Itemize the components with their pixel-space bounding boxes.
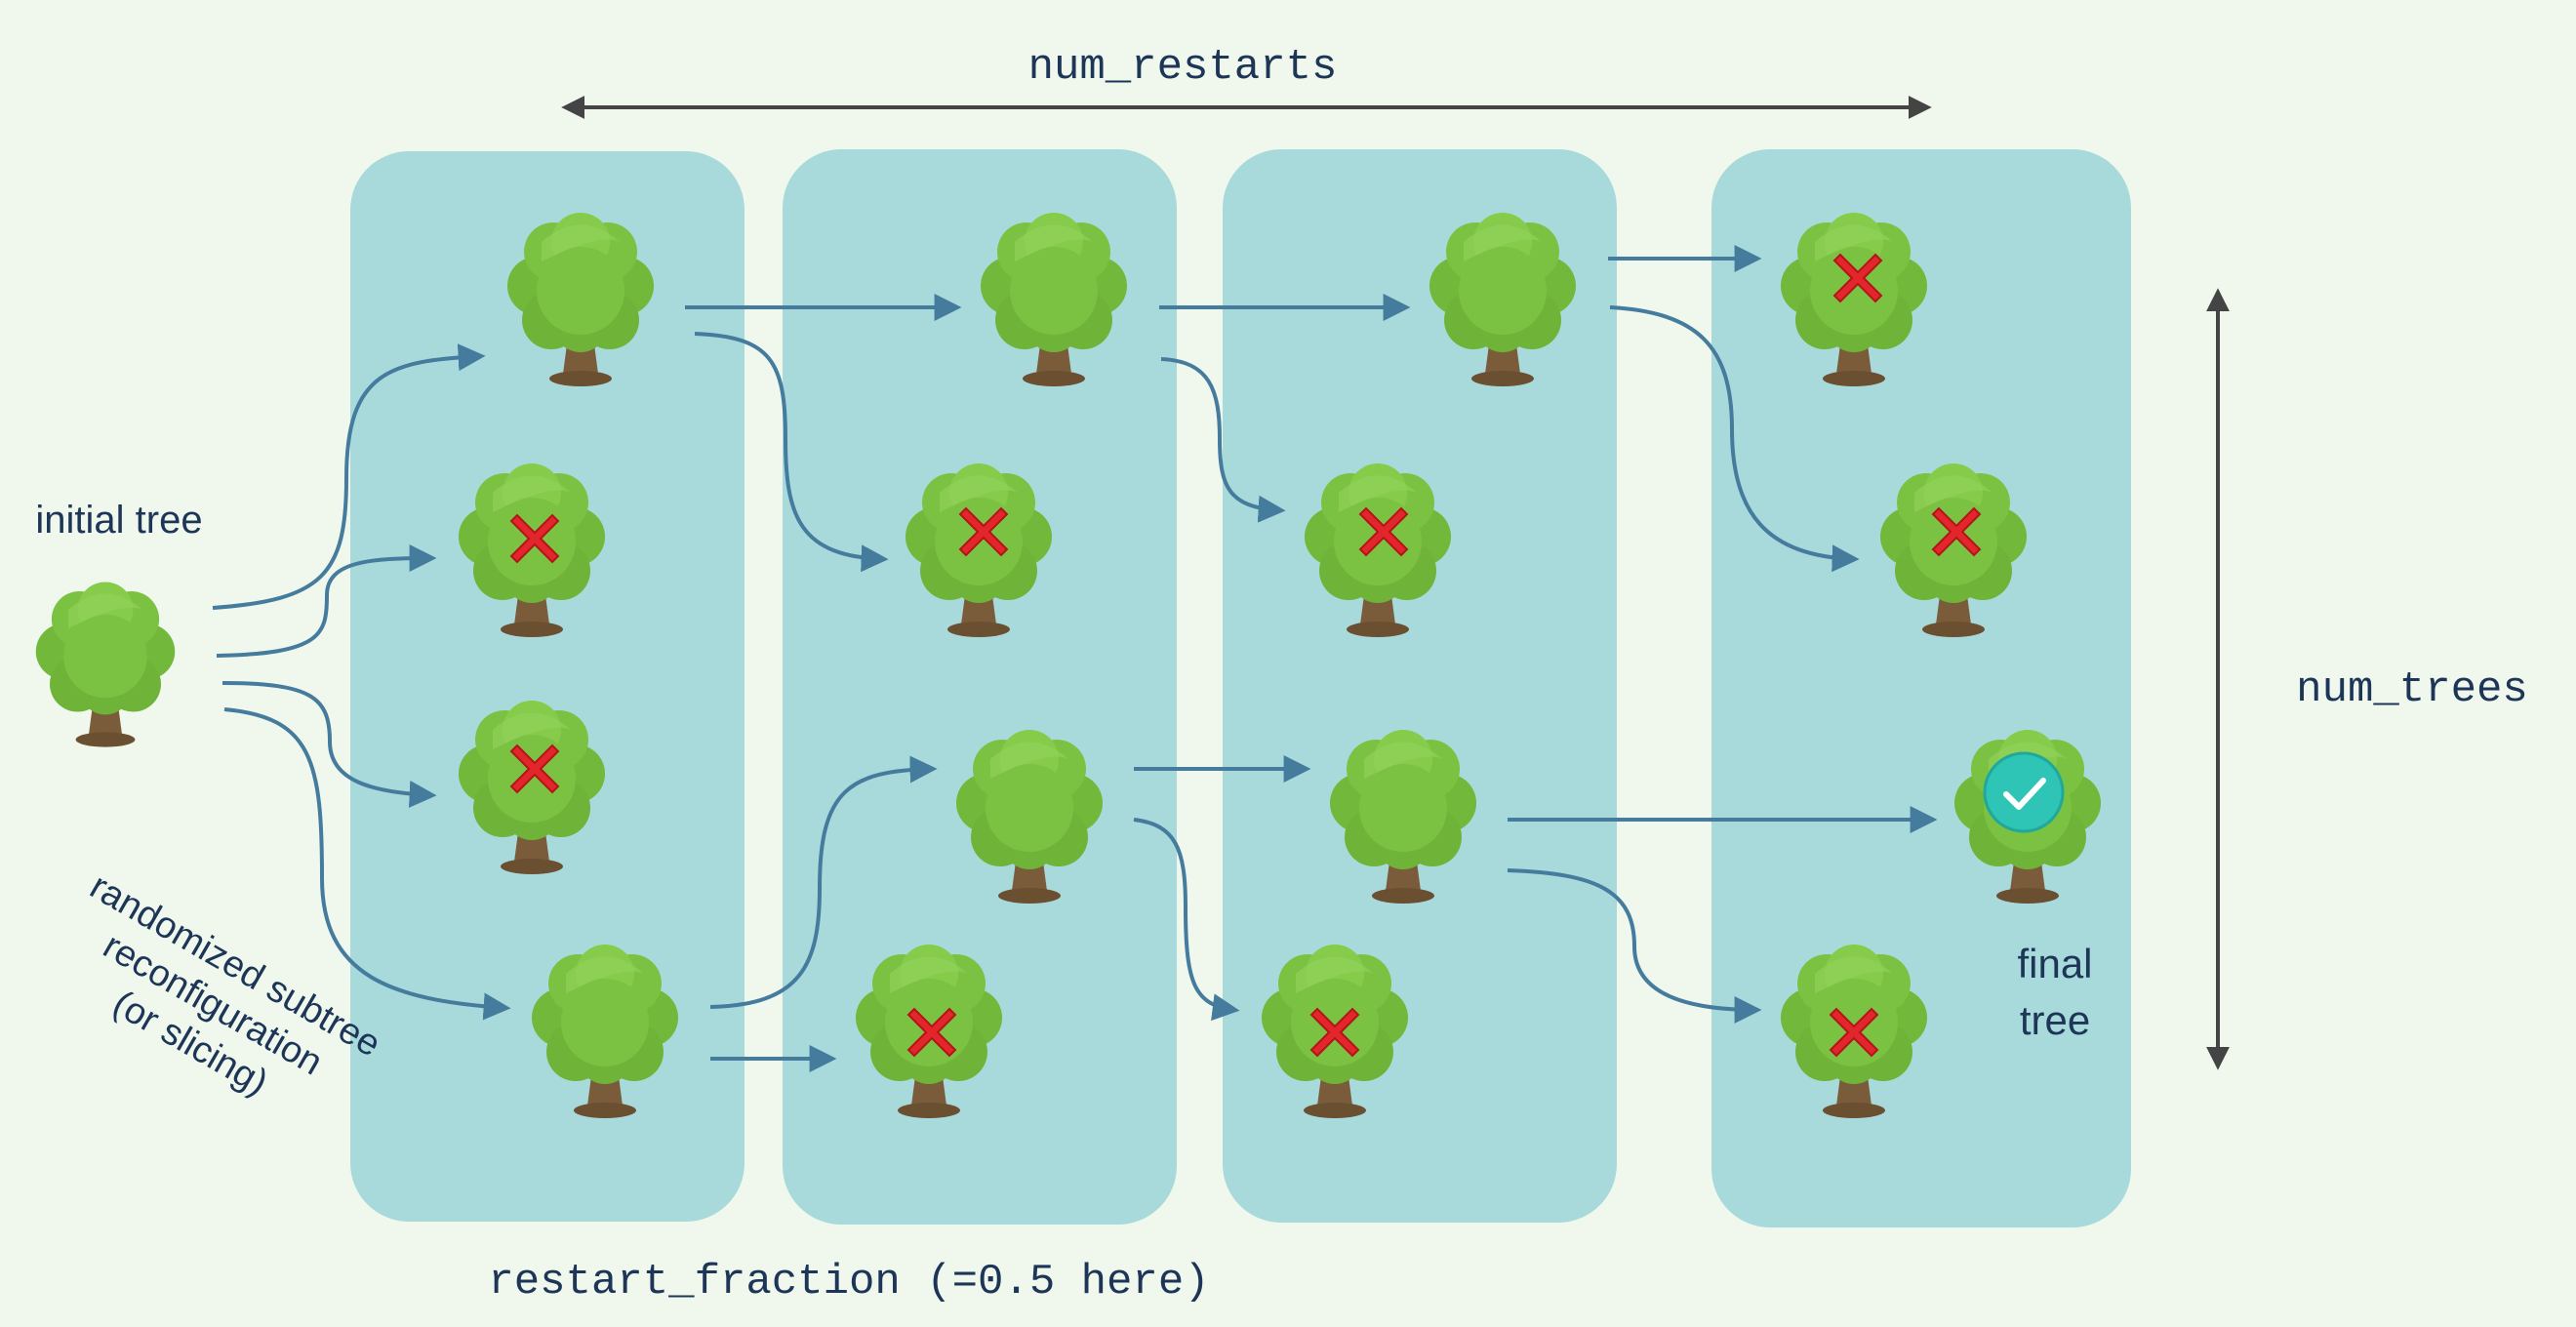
- final-tree-label-line-1: final: [2017, 941, 2092, 986]
- flow-arrows: [212, 245, 1938, 1072]
- restart-fraction-label: restart_fraction (=0.5 here): [488, 1258, 1209, 1307]
- arrow-initial-to-c1r1: [212, 343, 486, 610]
- arrow-c2r1-to-c3r2: [1160, 357, 1286, 523]
- arrow-c1r4-to-c2r3: [709, 755, 938, 1009]
- check-circle-icon: [1983, 751, 2065, 833]
- initial-tree-label: initial tree: [35, 499, 202, 542]
- red-cross-icon: [1358, 506, 1409, 557]
- arrow-initial-to-c1r4: [223, 707, 511, 1021]
- red-cross-icon: [509, 744, 560, 794]
- red-cross-icon: [1309, 1007, 1360, 1058]
- arrow-c3r3-to-c4r4: [1507, 868, 1762, 1024]
- arrow-c3r1-to-c4r2: [1609, 305, 1860, 573]
- arrow-c2r3-to-c3r4: [1133, 818, 1240, 1022]
- red-cross-icon: [958, 506, 1009, 557]
- rejection-marks: [509, 253, 1982, 1058]
- arrow-initial-to-c1r3: [221, 681, 437, 808]
- red-cross-icon: [1931, 506, 1982, 557]
- red-cross-icon: [906, 1007, 957, 1058]
- arrow-c1r1-to-c2r2: [694, 332, 889, 573]
- final-tree-label-line-2: tree: [2020, 997, 2090, 1043]
- column-final: [1711, 149, 2131, 1227]
- red-cross-icon: [1829, 1007, 1879, 1058]
- arrow-initial-to-c1r2: [216, 544, 437, 658]
- num-trees-label: num_trees: [2296, 665, 2528, 714]
- num-restarts-label: num_restarts: [1028, 43, 1338, 92]
- column-restart-1: [350, 151, 745, 1222]
- red-cross-icon: [509, 513, 560, 564]
- column-restart-2: [783, 149, 1177, 1225]
- red-cross-icon: [1832, 253, 1883, 303]
